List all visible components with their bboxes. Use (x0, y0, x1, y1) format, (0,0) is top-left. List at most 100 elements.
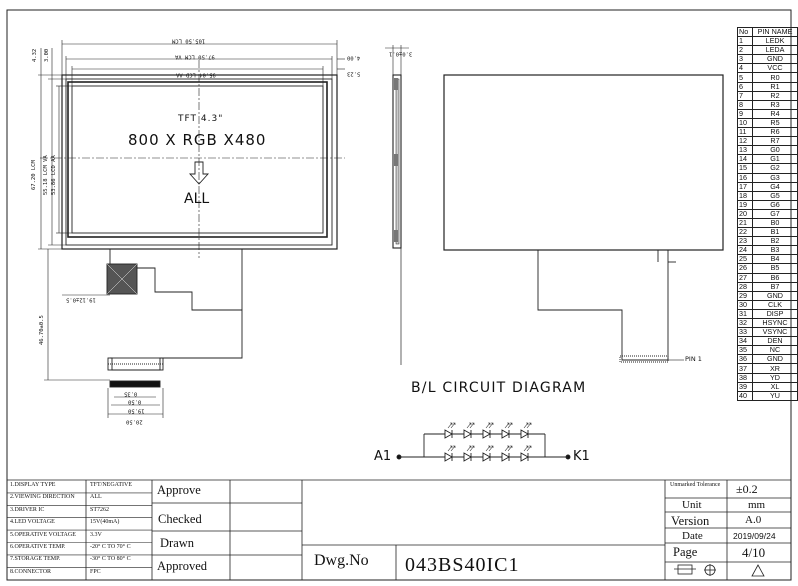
unit-value: mm (748, 499, 766, 511)
dim-fpc-inner: 19.50 (128, 407, 145, 414)
led-diode (482, 445, 494, 462)
pin-number: 6 (737, 81, 753, 92)
spec-value: TFT/NEGATIVE (90, 482, 132, 488)
led-diode (444, 422, 456, 439)
spec-value: ST7262 (90, 506, 110, 513)
pin-number: 7 (737, 90, 753, 101)
pin-name: NC (752, 345, 798, 356)
pin-name: G2 (752, 163, 798, 174)
pin-name: R3 (752, 99, 798, 110)
spec-label: 3.DRIVER IC (10, 506, 45, 513)
approve-label: Approve (157, 483, 201, 497)
spec-value: -20° C TO 70° C (90, 544, 131, 550)
pin-name: R5 (752, 117, 798, 129)
dwg-no-label: Dwg.No (314, 552, 369, 569)
display-type-label: TFT 4.3" (178, 114, 224, 124)
spec-value: FPC (90, 568, 101, 575)
pin-name: R0 (752, 72, 798, 83)
pin-name: HSYNC (752, 317, 798, 329)
pin-number: 15 (737, 163, 753, 174)
led-diode (520, 422, 532, 439)
pin-name: B7 (752, 281, 798, 292)
version-label: Version (671, 514, 710, 528)
anode-label: A1 (374, 449, 392, 464)
pin-number: 18 (737, 190, 753, 201)
spec-value: -30° C TO 80° C (90, 556, 131, 563)
back-view (443, 74, 724, 363)
pin-name: B6 (752, 272, 798, 283)
spec-label: 7.STORAGE TEMP. (10, 556, 61, 563)
dim-fpc-offset: 19.12±0.5 (66, 296, 96, 303)
tolerance-label: Unmarked Tolerance (670, 482, 721, 488)
pin-name: DEN (752, 336, 798, 347)
spec-label: 2.VIEWING DIRECTION (10, 494, 75, 501)
dim-lcd-aa: 95.04 LCD AA (176, 71, 216, 78)
dim-overall-width: 105.50 LCM (172, 37, 206, 44)
pin-name: VSYNC (752, 327, 798, 338)
dim-lcd-aa-h: 53.86 LCD AA (51, 155, 57, 195)
pin-number: 27 (737, 272, 753, 283)
dim-top-4-32: 4.32 (32, 48, 38, 62)
pin-number: 19 (737, 199, 753, 210)
bl-circuit-title: B/L CIRCUIT DIAGRAM (411, 380, 587, 396)
dim-right-5-23: 5.23 (347, 70, 361, 77)
led-diode (444, 445, 456, 462)
dwg-number: 043BS40IC1 (405, 554, 520, 576)
led-diode (520, 445, 532, 462)
led-diode (501, 422, 513, 439)
dim-fpc-lead: 0.50 (128, 398, 142, 405)
dim-thickness: 3.0±0.1 (389, 50, 413, 57)
pin-name: G3 (752, 172, 798, 183)
bl-circuit (396, 422, 571, 462)
spec-value: 15V(40mA) (90, 519, 120, 526)
pin-name: YU (752, 390, 798, 401)
pin-name: GND (752, 354, 798, 365)
dim-overall-height: 67.20 LCM (31, 160, 37, 190)
viewing-label: ALL (184, 191, 210, 207)
date-label: Date (682, 530, 703, 542)
pin1-label: PIN 1 (685, 355, 702, 363)
pin-name: XR (752, 363, 798, 374)
dim-top-3-00: 3.00 (44, 48, 50, 62)
pin-number: 39 (737, 381, 753, 392)
unit-label: Unit (682, 499, 702, 511)
pin-name: DISP (752, 308, 798, 320)
pin-number: 5 (737, 72, 753, 83)
front-view (38, 40, 345, 418)
pin-number: 37 (737, 363, 753, 374)
tolerance-value: ±0.2 (736, 482, 758, 496)
checked-label: Checked (158, 512, 202, 526)
pin-number: 38 (737, 372, 753, 383)
led-diode (501, 445, 513, 462)
dim-fpc-pitch: 0.35 (124, 390, 138, 397)
spec-label: 8.CONNECTOR (10, 568, 52, 575)
spec-label: 1.DISPLAY TYPE (10, 482, 56, 488)
pin-number: 16 (737, 172, 753, 183)
spec-label: 4.LED VOLTAGE (10, 519, 55, 526)
pin-number: 4 (737, 63, 753, 74)
pin-number: 17 (737, 181, 753, 192)
pin-name: GND (752, 290, 798, 301)
page-label: Page (673, 545, 698, 559)
led-diode (482, 422, 494, 439)
pin-name: B4 (752, 254, 798, 265)
